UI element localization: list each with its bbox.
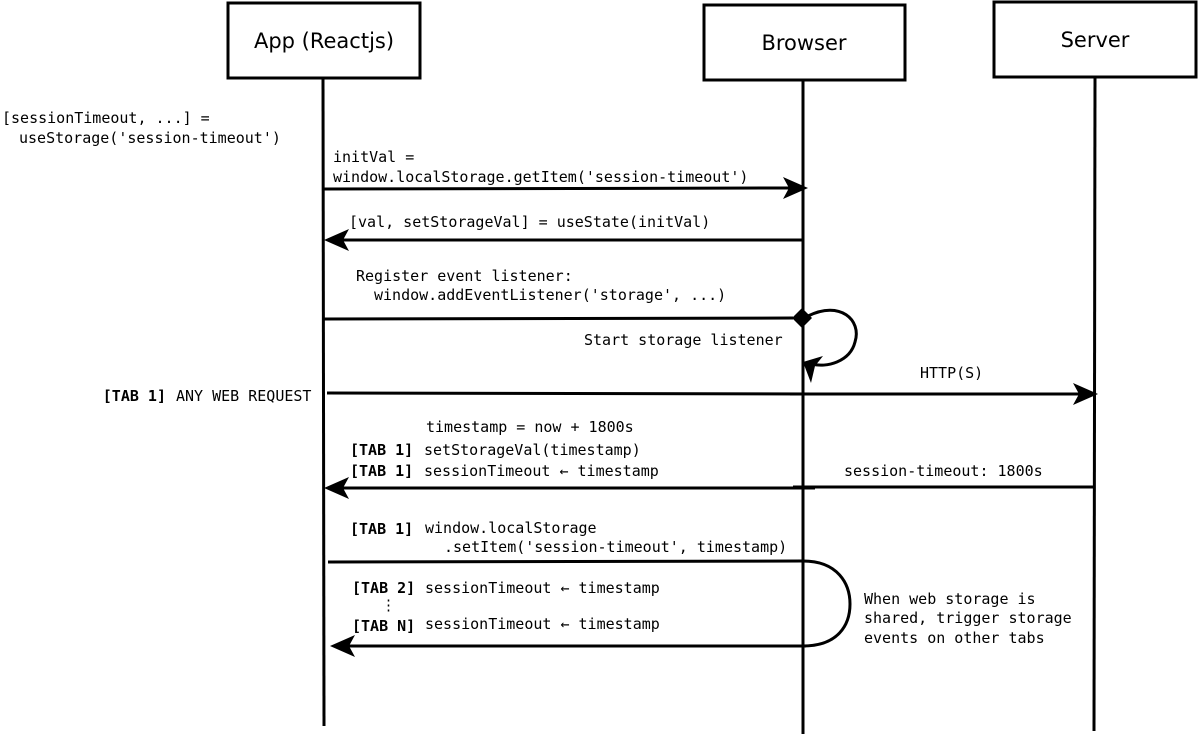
get-item-arrow [322, 177, 808, 199]
session-timeout-header-label: session-timeout: 1800s [844, 462, 1043, 480]
use-state-arrow [324, 229, 803, 251]
server-lifeline [1092, 76, 1097, 732]
init-val-label-line2: window.localStorage.getItem('session-tim… [333, 168, 748, 186]
any-request-label: ANY WEB REQUEST [176, 387, 311, 405]
http-request-arrow [326, 383, 1098, 405]
set-item-line [327, 559, 804, 564]
use-storage-note-line2: useStorage('session-timeout') [19, 129, 281, 147]
set-item-label-line2: .setItem('session-timeout', timestamp) [444, 538, 787, 556]
shared-storage-note-line3: events on other tabs [864, 629, 1045, 647]
set-item-tab-tag: [TAB 1] [350, 520, 413, 538]
register-listener-label-line1: Register event listener: [356, 267, 573, 285]
init-val-label-line1: initVal = [333, 148, 414, 166]
start-listener-self-loop [803, 308, 858, 383]
participant-server: Server [992, 0, 1198, 79]
register-listener-label-line2: window.addEventListener('storage', ...) [374, 286, 726, 304]
participant-browser-label: Browser [761, 31, 846, 55]
start-listener-label: Start storage listener [584, 331, 783, 349]
participant-app: App (Reactjs) [226, 1, 422, 80]
response-arrow [324, 477, 1095, 499]
set-storage-val-tab-tag: [TAB 1] [350, 441, 413, 459]
any-request-tab-tag: [TAB 1] [103, 387, 166, 405]
set-storage-val-label: setStorageVal(timestamp) [424, 441, 641, 459]
tabn-session-timeout-label: sessionTimeout ← timestamp [425, 615, 660, 633]
set-item-label-line1: window.localStorage [425, 519, 597, 537]
storage-event-loop [330, 559, 852, 657]
tab2-session-timeout-label: sessionTimeout ← timestamp [425, 579, 660, 597]
use-state-label: [val, setStorageVal] = useState(initVal) [349, 213, 710, 231]
tabn-tag: [TAB N] [352, 617, 415, 635]
participant-app-label: App (Reactjs) [254, 29, 394, 53]
participant-server-label: Server [1061, 28, 1130, 52]
participant-browser: Browser [702, 3, 907, 82]
app-lifeline [321, 77, 326, 727]
tabs-ellipsis: ⋮ [381, 596, 396, 614]
http-label: HTTP(S) [920, 364, 983, 382]
tab2-tag: [TAB 2] [352, 579, 415, 597]
shared-storage-note-line2: shared, trigger storage [864, 609, 1072, 627]
use-storage-note-line1: [sessionTimeout, ...] = [2, 109, 210, 127]
register-listener-arrow [322, 308, 812, 328]
timestamp-calc-label: timestamp = now + 1800s [426, 418, 634, 436]
session-timeout-tab1-tag: [TAB 1] [350, 462, 413, 480]
shared-storage-note-line1: When web storage is [864, 590, 1036, 608]
session-timeout-tab1-label: sessionTimeout ← timestamp [424, 462, 659, 480]
